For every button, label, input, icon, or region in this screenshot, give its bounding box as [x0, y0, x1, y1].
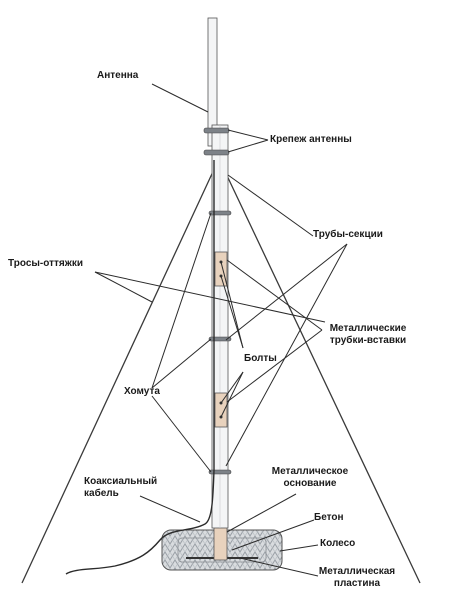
label-antenna: Антенна	[97, 70, 139, 81]
label-concrete: Бетон	[314, 512, 344, 523]
guy-rope-left	[21, 162, 218, 584]
antenna-mount-clamp	[203, 149, 230, 156]
label-wheel: Колесо	[320, 538, 356, 549]
metal-base	[213, 523, 228, 561]
leader-lines	[94, 83, 348, 577]
clamp	[208, 469, 232, 475]
label-coaxial-cable-line2: кабель	[84, 488, 119, 499]
label-antenna-mount: Крепеж антенны	[270, 134, 352, 145]
label-metal-inserts: Металлические трубки-вставки	[322, 323, 414, 347]
label-metal-plate-line2: пластина	[333, 578, 381, 589]
label-metal-plate: Металлическая пластина	[312, 566, 402, 590]
label-metal-plate-line1: Металлическая	[318, 566, 396, 577]
clamp	[208, 210, 232, 216]
label-clamps: Хомута	[124, 386, 160, 397]
label-metal-base-line1: Металлическое	[271, 466, 349, 477]
label-metal-base-line2: основание	[283, 478, 337, 489]
label-metal-base: Металлическое основание	[262, 466, 358, 490]
label-metal-inserts-line1: Металлические	[329, 323, 407, 334]
label-metal-inserts-line2: трубки-вставки	[329, 335, 407, 346]
label-coaxial-cable: Коаксиальный кабель	[84, 476, 157, 500]
guy-ropes	[21, 162, 421, 584]
label-bolts: Болты	[244, 353, 277, 364]
guy-rope-right	[220, 162, 421, 584]
coaxial-cable	[65, 160, 215, 575]
label-coaxial-cable-line1: Коаксиальный	[84, 476, 158, 487]
label-pipe-sections: Трубы-секции	[313, 229, 383, 240]
antenna-mount-clamp	[203, 127, 230, 134]
metal-insert-upper	[214, 251, 228, 287]
label-guy-ropes: Тросы-оттяжки	[8, 258, 83, 269]
metal-insert-lower	[214, 392, 228, 428]
